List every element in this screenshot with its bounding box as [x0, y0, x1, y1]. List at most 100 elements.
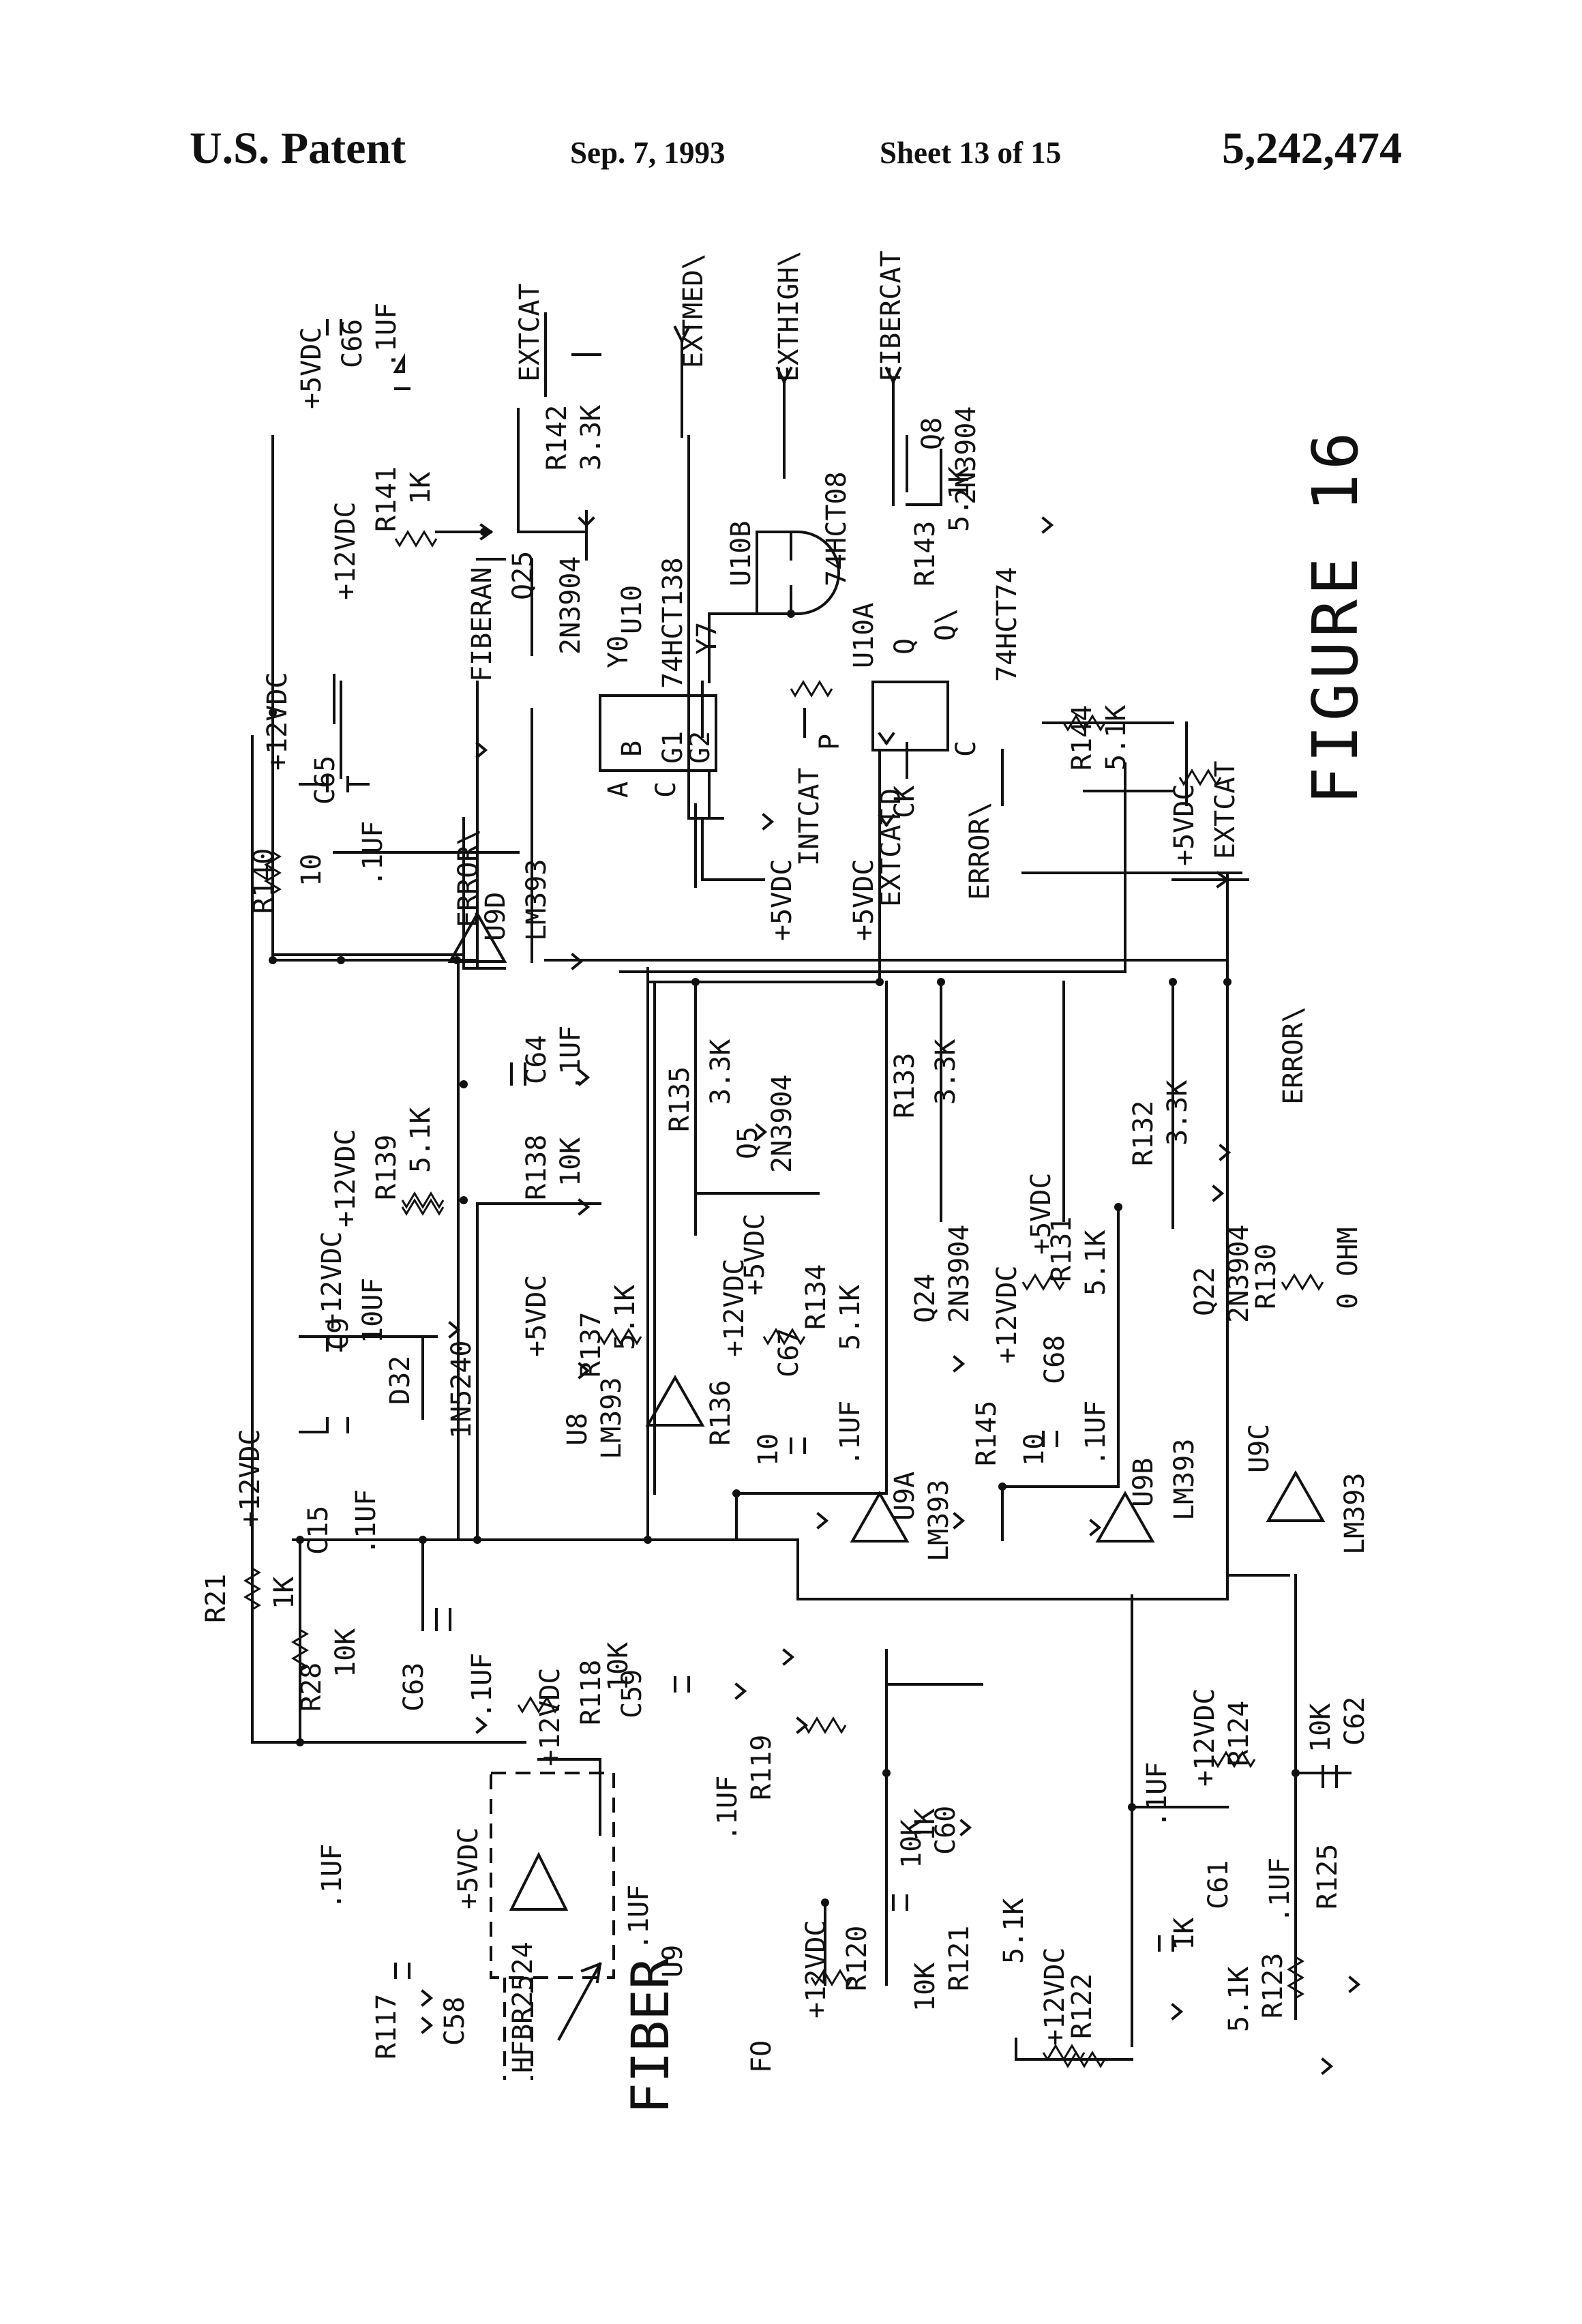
schematic-label: 10: [296, 854, 327, 887]
schematic-label: R120: [841, 1926, 873, 1991]
schematic-label: A: [603, 781, 634, 798]
schematic-label: R21: [200, 1574, 232, 1623]
schematic-label: G2: [685, 731, 716, 764]
schematic-label: C9: [323, 1317, 355, 1350]
schematic-label: C65: [310, 756, 341, 805]
schematic-label: +5VDC: [848, 859, 880, 941]
schematic-label: U10A: [848, 603, 880, 668]
schematic-label: R134: [801, 1264, 832, 1330]
schematic-label: C62: [1339, 1697, 1371, 1746]
schematic-label: 10K: [603, 1642, 634, 1691]
schematic-label: R133: [889, 1053, 921, 1118]
schematic-label: CK: [889, 786, 921, 818]
ground-symbols: [393, 353, 1361, 2075]
schematic-label: Q: [889, 638, 921, 655]
receiver-u9: [490, 1772, 615, 1979]
schematic-label: +5VDC: [1026, 1173, 1057, 1255]
schematic-label: FO: [746, 2040, 777, 2073]
schematic-label: +12VDC: [1189, 1688, 1221, 1787]
schematic-label: 5.1K: [944, 466, 975, 532]
schematic-label: R137: [576, 1312, 607, 1377]
signal-arrows: [479, 325, 1229, 889]
schematic-label: 10: [1019, 1433, 1050, 1466]
decoder-u10: [599, 694, 717, 772]
schematic-label: 1K: [269, 1577, 300, 1609]
schematic-label: INTCAT: [794, 768, 825, 867]
schematic-label: R28: [296, 1663, 327, 1712]
schematic-label: .1UF: [316, 1844, 348, 1909]
schematic-label: B: [616, 741, 648, 757]
schematic-label: +12VDC: [1039, 1948, 1071, 2046]
schematic-label: 5.1K: [835, 1285, 866, 1350]
flipflop-u10a: [871, 681, 949, 751]
schematic-label: Y7: [691, 622, 723, 655]
schematic-label: EXTHIGH\: [773, 250, 805, 382]
schematic-label: Q5: [732, 1127, 764, 1159]
schematic-label: 10K: [910, 1963, 941, 2012]
schematic-label: FIBERCAT: [876, 250, 907, 382]
schematic-label: R142: [541, 405, 573, 471]
schematic-label: +5VDC: [739, 1214, 771, 1296]
schematic-label: 1K: [910, 1808, 941, 1841]
schematic-label: 10K: [330, 1628, 361, 1678]
schematic-label: +5VDC: [453, 1828, 484, 1909]
schematic-label: LM393: [923, 1480, 955, 1562]
schematic-label: ERROR\: [453, 829, 484, 928]
schematic-label: 1N5240: [446, 1341, 477, 1440]
schematic-label: C: [651, 781, 682, 798]
schematic-label: 5.1K: [1101, 705, 1132, 771]
schematic-label: ERROR\: [1278, 1007, 1309, 1105]
schematic-label: C60: [930, 1806, 961, 1855]
schematic-label: 74HCT138: [657, 557, 689, 689]
wiring: [251, 312, 1352, 2061]
schematic-label: C: [951, 741, 982, 757]
comparator-u9a: [850, 1490, 910, 1543]
schematic-label: U9C: [1244, 1424, 1275, 1473]
header-title: U.S. Patent: [190, 123, 406, 173]
schematic-label: +12VDC: [262, 672, 293, 771]
schematic-label: R132: [1128, 1101, 1159, 1166]
schematic-label: 5.1K: [405, 1107, 436, 1173]
schematic-label: C58: [439, 1997, 471, 2046]
schematic-label: 5.1K: [998, 1898, 1030, 1964]
schematic-label: 10K: [896, 1819, 927, 1868]
schematic-label: C59: [616, 1669, 648, 1718]
header-date: Sep. 7, 1993: [570, 136, 726, 170]
schematic-label: .1UF: [1264, 1858, 1296, 1923]
schematic-label: Q25: [507, 551, 539, 600]
schematic-label: R144: [1066, 705, 1098, 771]
schematic-label: R122: [1066, 1973, 1098, 2039]
schematic-label: Q\: [930, 608, 961, 641]
schematic-label: +5VDC: [521, 1275, 552, 1357]
schematic-label: C68: [1039, 1335, 1071, 1384]
schematic-label: +12VDC: [316, 1232, 348, 1330]
schematic-label: +12VDC: [535, 1668, 566, 1767]
header-patent-number: 5,242,474: [1222, 123, 1402, 173]
schematic-label: LM393: [521, 859, 552, 941]
schematic-label: C64: [521, 1035, 552, 1084]
schematic-label: +12VDC: [801, 1920, 832, 2019]
and-gate-u10b: [756, 531, 840, 615]
schematic-label: 1K: [1169, 1918, 1200, 1950]
schematic-label: R118: [576, 1660, 607, 1725]
schematic-label: +5VDC: [296, 327, 327, 409]
schematic-label: 2N3904: [555, 556, 586, 655]
schematic-label: R119: [746, 1735, 777, 1800]
schematic-label: +12VDC: [330, 1129, 361, 1228]
schematic-label: FIBER: [620, 1958, 681, 2114]
schematic-label: R123: [1257, 1953, 1289, 2018]
schematic-label: U9A: [889, 1472, 921, 1521]
schematic-label: ERROR\: [964, 802, 996, 901]
comparator-u9d: [447, 910, 507, 963]
schematic-label: .1UF: [371, 303, 402, 368]
schematic-label: R141: [371, 466, 402, 532]
schematic-label: 3.3K: [705, 1039, 736, 1105]
schematic-label: 2N3904: [766, 1075, 798, 1174]
figure-caption: FIGURE 16: [1299, 428, 1372, 805]
schematic-label: .1UF: [712, 1776, 743, 1841]
schematic-label: 10K: [555, 1137, 586, 1187]
schematic-label: .1UF: [466, 1653, 498, 1718]
schematic-label: C67: [773, 1328, 805, 1377]
